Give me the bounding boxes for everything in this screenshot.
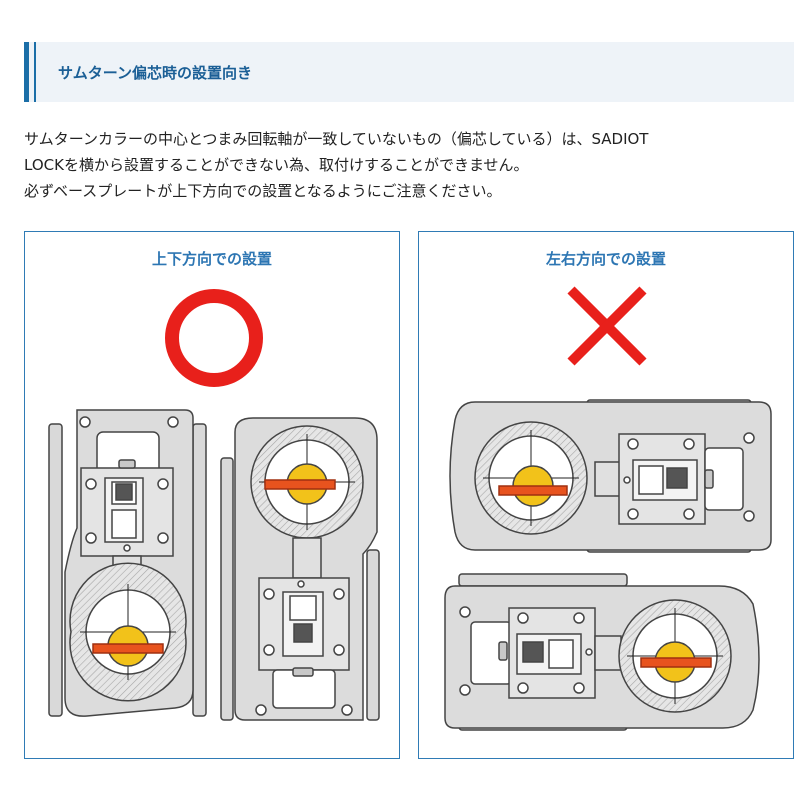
description-line-1: サムターンカラーの中心とつまみ回転軸が一致していないもの（偏芯している）は、SA…	[24, 130, 649, 148]
section-heading: サムターン偏芯時の設置向き	[24, 42, 794, 102]
ok-circle-icon	[165, 289, 263, 387]
panel-horizontal-installation: 左右方向での設置	[418, 231, 794, 759]
lock-device-a	[48, 409, 207, 717]
heading-accent-bar	[24, 42, 29, 102]
panel-title-vertical: 上下方向での設置	[151, 250, 272, 268]
description: サムターンカラーの中心とつまみ回転軸が一致していないもの（偏芯している）は、SA…	[24, 126, 794, 204]
lock-device-b	[220, 417, 380, 721]
description-line-3: 必ずベースプレートが上下方向での設置となるようにご注意ください。	[24, 182, 502, 200]
panel-vertical-installation: 上下方向での設置	[24, 231, 400, 759]
vertical-installation-illustration	[48, 289, 380, 721]
horizontal-installation-illustration	[444, 286, 772, 731]
lock-device-d	[444, 573, 760, 731]
description-line-2: LOCKを横から設置することができない為、取付けすることができません。	[24, 156, 529, 174]
heading-accent-line	[34, 42, 36, 102]
lock-device-c	[449, 399, 772, 553]
section-title: サムターン偏芯時の設置向き	[58, 64, 252, 82]
panel-title-horizontal: 左右方向での設置	[545, 250, 666, 268]
ng-cross-icon	[567, 286, 647, 366]
